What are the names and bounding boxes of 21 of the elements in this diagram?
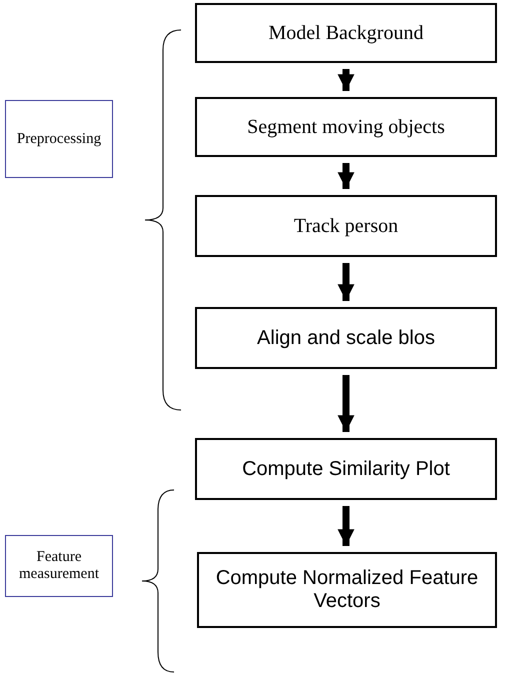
step-label: Compute Normalized Feature Vectors — [214, 567, 480, 613]
process-box — [195, 3, 497, 63]
process-box — [195, 97, 497, 157]
group-label: Feature measurement — [18, 549, 100, 583]
arrow — [338, 69, 354, 91]
arrow — [338, 506, 354, 546]
step-label: Segment moving objects — [247, 116, 445, 138]
process-box — [195, 307, 497, 369]
process-box — [5, 100, 113, 178]
process-box — [195, 195, 497, 257]
arrow — [338, 263, 354, 301]
step-label: Compute Similarity Plot — [242, 458, 450, 480]
step-label: Track person — [294, 214, 398, 238]
group-label: Preprocessing — [16, 130, 102, 148]
process-box — [5, 535, 113, 597]
process-box — [197, 552, 497, 628]
arrow — [338, 375, 354, 432]
step-label: Model Background — [268, 22, 424, 44]
step-label: Align and scale blos — [257, 326, 435, 350]
process-box — [195, 438, 497, 500]
arrow — [338, 163, 354, 189]
